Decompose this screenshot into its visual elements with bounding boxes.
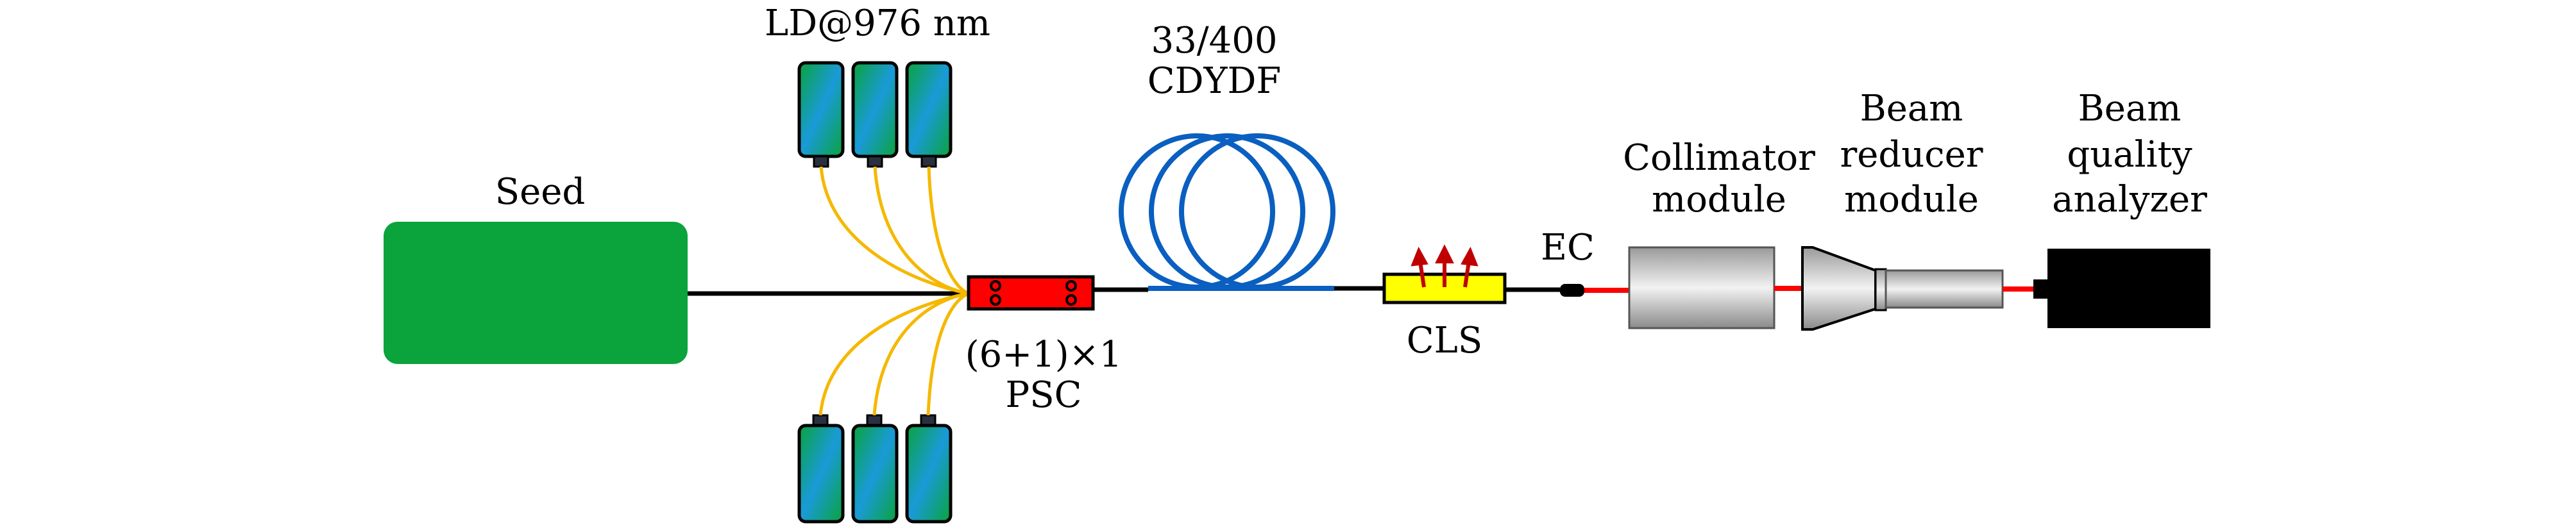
- psc-label-line2: PSC: [1006, 374, 1082, 416]
- reducer-label-line2: reducer: [1840, 134, 1983, 176]
- pump-diode-bottom-1: [797, 414, 845, 524]
- cdydf-fiber-coil: [1119, 133, 1335, 291]
- collimator-label-line1: Collimator: [1623, 137, 1815, 179]
- pump-fibers: [818, 166, 970, 416]
- analyzer-label-line3: analyzer: [2052, 179, 2207, 220]
- beam-reducer-module: [1801, 246, 2004, 331]
- fiber-label-line2: CDYDF: [1148, 60, 1281, 102]
- beam-quality-analyzer: [2033, 249, 2210, 328]
- collimator-label-line2: module: [1652, 179, 1786, 220]
- pump-diode-bottom-2: [851, 414, 899, 524]
- psc-combiner: [967, 275, 1095, 311]
- analyzer-label-line1: Beam: [2078, 88, 2182, 129]
- psc-label-line1: (6+1)×1: [965, 334, 1122, 376]
- reducer-label-line3: module: [1844, 179, 1979, 220]
- ec-label: EC: [1541, 227, 1595, 269]
- end-cap: [1560, 284, 1584, 297]
- seed-label: Seed: [495, 171, 586, 213]
- fiber-label-line1: 33/400: [1151, 20, 1277, 62]
- pump-diode-bottom-3: [905, 414, 953, 524]
- pump-diode-top-1: [797, 61, 845, 168]
- collimator-module: [1628, 246, 1775, 329]
- cls-label: CLS: [1407, 320, 1482, 361]
- pump-diode-top-2: [851, 61, 899, 168]
- pump-diode-top-3: [905, 61, 953, 168]
- seed-box: [384, 222, 688, 364]
- reducer-label-line1: Beam: [1860, 88, 1963, 129]
- ld-label: LD@976 nm: [765, 3, 990, 44]
- analyzer-label-line2: quality: [2067, 134, 2192, 176]
- cls-heat-arrows-icon: [1411, 244, 1479, 288]
